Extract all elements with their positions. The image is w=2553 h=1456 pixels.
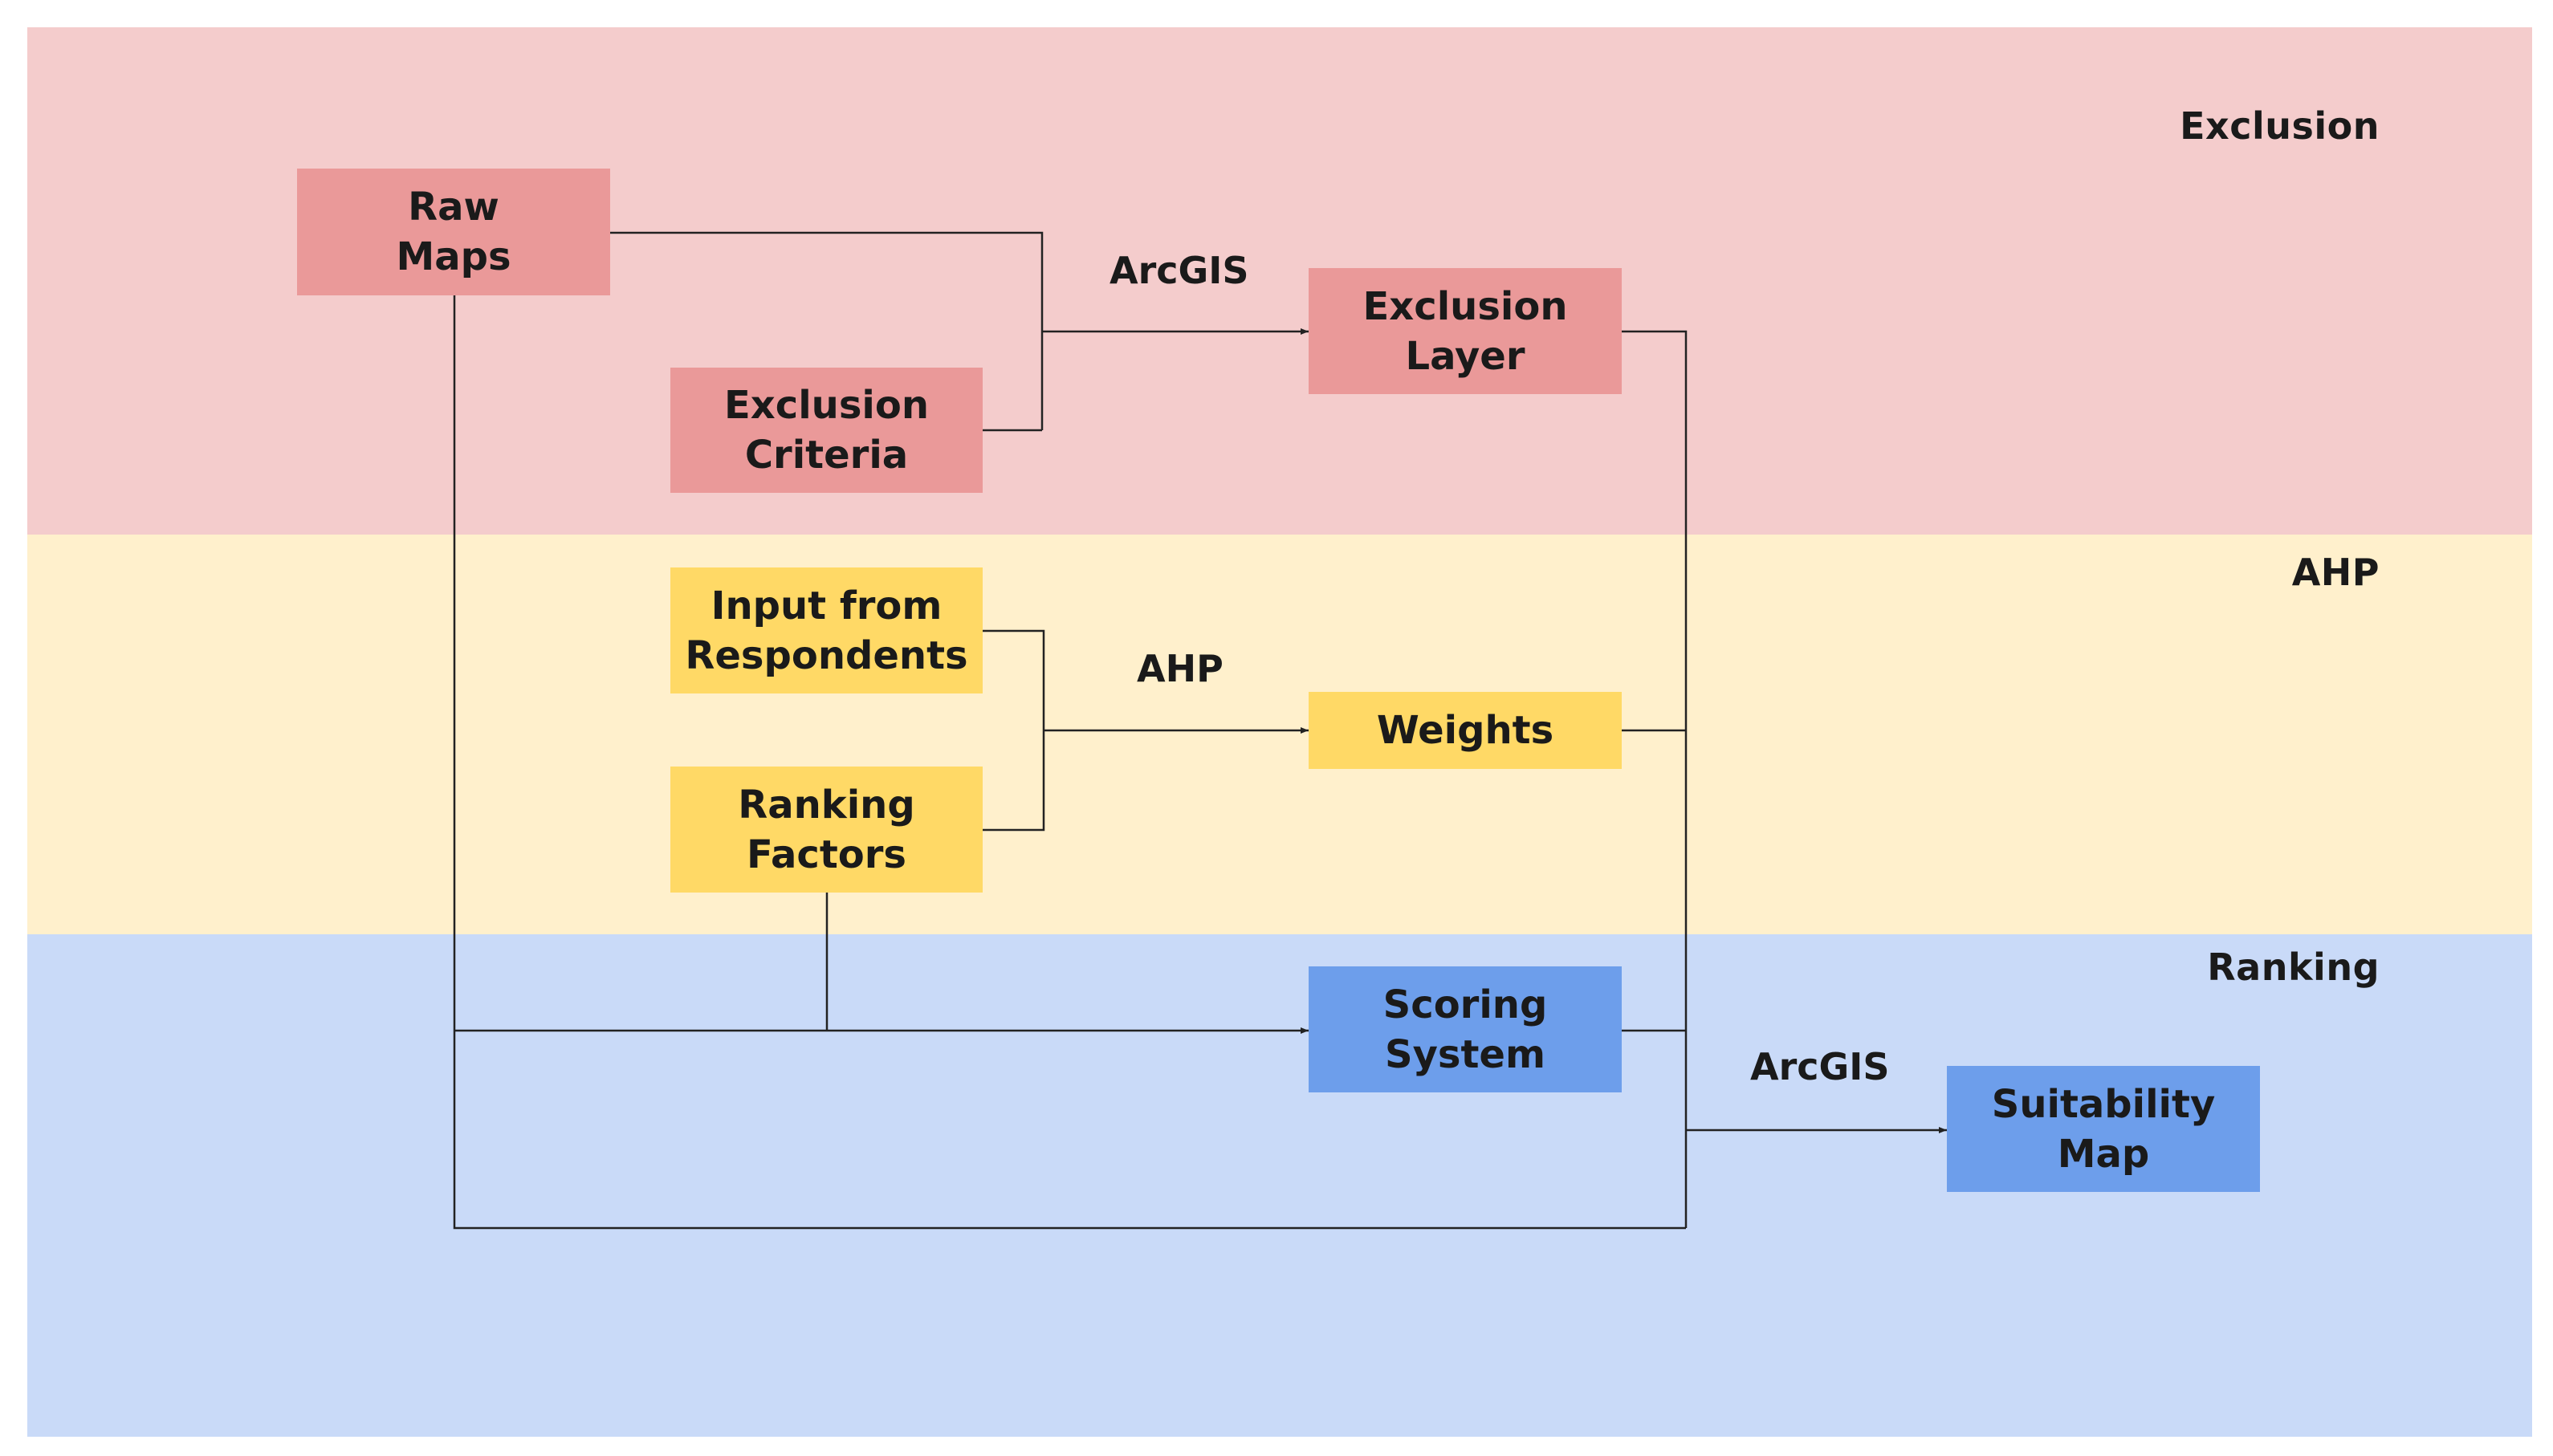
suitability-map-node: Suitability Map (1947, 1066, 2260, 1192)
scoring-system-node: Scoring System (1309, 966, 1622, 1092)
edge-rawmaps-trunk (453, 295, 1686, 1230)
ahp-weights-label: AHP (1137, 647, 1224, 690)
arcgis-suitability-label: ArcGIS (1750, 1045, 1890, 1088)
arcgis-exclusion-label: ArcGIS (1110, 249, 1249, 292)
edge-exclusion-layer-out (1622, 330, 1688, 1228)
edge-input-to-junction (983, 629, 1045, 832)
edge-rawmaps-to-junction (610, 231, 1044, 430)
ahp-band: AHP (27, 535, 2532, 934)
weights-node: Weights (1309, 692, 1622, 769)
ranking-band-label: Ranking (2207, 946, 2380, 989)
raw-maps-node: Raw Maps (297, 169, 610, 295)
exclusion-layer-node: Exclusion Layer (1309, 268, 1622, 394)
exclusion-band-label: Exclusion (2180, 104, 2380, 148)
input-from-respondents-node: Input from Respondents (670, 567, 983, 693)
ranking-factors-node: Ranking Factors (670, 767, 983, 893)
exclusion-criteria-node: Exclusion Criteria (670, 368, 983, 493)
ahp-band-label: AHP (2291, 551, 2380, 594)
